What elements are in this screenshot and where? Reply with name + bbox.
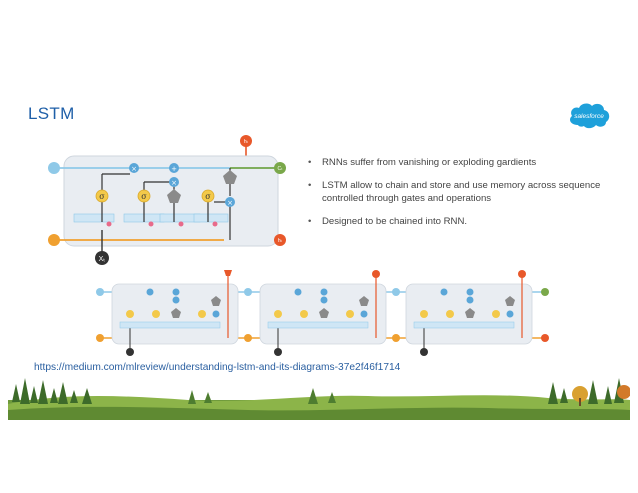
gate-symbol: σ — [205, 192, 211, 201]
logo-wordmark: salesforce — [574, 113, 604, 120]
chain-gate — [152, 310, 160, 318]
chain-out-node — [372, 270, 380, 278]
chain-in-node — [274, 348, 282, 356]
chain-node — [96, 288, 104, 296]
cell-in-node — [48, 162, 60, 174]
cell-out-label: Cₜ — [277, 166, 283, 172]
tanh-node — [223, 170, 237, 184]
multiply-symbol: × — [171, 179, 177, 187]
chain-in-node — [126, 348, 134, 356]
chain-op — [294, 288, 302, 296]
autumn-tree — [617, 385, 630, 399]
chain-cell — [405, 270, 533, 356]
chain-tanh — [171, 308, 181, 318]
chain-op — [320, 296, 328, 304]
chain-tanh — [211, 296, 221, 306]
tanh-node — [167, 189, 181, 203]
chain-gate — [446, 310, 454, 318]
chain-op — [466, 288, 474, 296]
bullet-list: RNNs suffer from vanishing or exploding … — [306, 156, 606, 237]
input-node — [95, 251, 109, 265]
hidden-out-label: hₜ — [278, 238, 283, 244]
multiply-symbol: × — [227, 199, 233, 207]
chain-node — [244, 288, 252, 296]
chain-gate — [198, 310, 206, 318]
chain-gate — [346, 310, 354, 318]
cell-out-node — [274, 162, 286, 174]
chain-concat — [413, 321, 515, 329]
bullet-item: Designed to be chained into RNN. — [306, 215, 606, 229]
gate-symbol: σ — [141, 192, 147, 201]
chain-op — [172, 296, 180, 304]
salesforce-logo: salesforce — [570, 103, 610, 129]
chain-cell — [259, 270, 387, 356]
chain-gate — [126, 310, 134, 318]
chain-op — [440, 288, 448, 296]
chain-concat — [267, 321, 369, 329]
gate-symbol: σ — [99, 192, 105, 201]
chain-op — [506, 310, 514, 318]
chain-out-node — [224, 270, 232, 276]
chain-gate — [492, 310, 500, 318]
source-link[interactable]: https://medium.com/mlreview/understandin… — [34, 362, 401, 373]
hill — [8, 406, 630, 420]
chain-gate — [274, 310, 282, 318]
marker — [148, 221, 154, 227]
input-label: Xₜ — [99, 256, 106, 263]
hidden-output-node — [240, 135, 252, 147]
chain-concat — [119, 321, 221, 329]
bullet-item: RNNs suffer from vanishing or exploding … — [306, 156, 606, 170]
chain-cell — [111, 270, 239, 356]
lstm-chain-diagram — [96, 270, 549, 356]
forget-gate-node — [95, 189, 109, 203]
chain-tanh — [359, 296, 369, 306]
slide-title: LSTM — [28, 104, 75, 123]
landscape-illustration — [8, 378, 630, 420]
concat-box — [73, 213, 115, 223]
chain-op — [320, 288, 328, 296]
forget-multiply-node — [129, 163, 139, 173]
hidden-out-node — [274, 234, 286, 246]
trees-middle — [188, 388, 336, 404]
chain-node — [392, 334, 400, 342]
autumn-tree — [572, 386, 588, 402]
chain-node — [541, 334, 549, 342]
chain-op — [172, 288, 180, 296]
chain-node — [96, 334, 104, 342]
tree-trunk — [579, 398, 581, 406]
chain-op — [466, 296, 474, 304]
chain-node — [541, 288, 549, 296]
chain-tanh — [505, 296, 515, 306]
chain-gate — [300, 310, 308, 318]
concat-box — [193, 213, 229, 223]
multiply-symbol: × — [131, 165, 137, 173]
add-node — [169, 163, 179, 173]
chain-in-node — [420, 348, 428, 356]
marker — [106, 221, 112, 227]
chain-tanh — [465, 308, 475, 318]
chain-out-node — [518, 270, 526, 278]
input-gate-node — [137, 189, 151, 203]
chain-op — [212, 310, 220, 318]
chain-tanh — [319, 308, 329, 318]
chain-node — [244, 334, 252, 342]
output-multiply-node — [225, 197, 235, 207]
input-multiply-node — [169, 177, 179, 187]
marker — [212, 221, 218, 227]
trees-left — [12, 378, 92, 404]
bullet-item: LSTM allow to chain and store and use me… — [306, 179, 606, 206]
lstm-cell-diagram: hₜ Cₜ hₜ Xₜ — [48, 135, 286, 265]
hidden-output-label: hₜ — [244, 139, 249, 145]
add-symbol: + — [171, 165, 177, 173]
marker — [178, 221, 184, 227]
chain-op — [360, 310, 368, 318]
chain-node — [392, 288, 400, 296]
chain-op — [146, 288, 154, 296]
hidden-in-node — [48, 234, 60, 246]
chain-gate — [420, 310, 428, 318]
output-gate-node — [201, 189, 215, 203]
